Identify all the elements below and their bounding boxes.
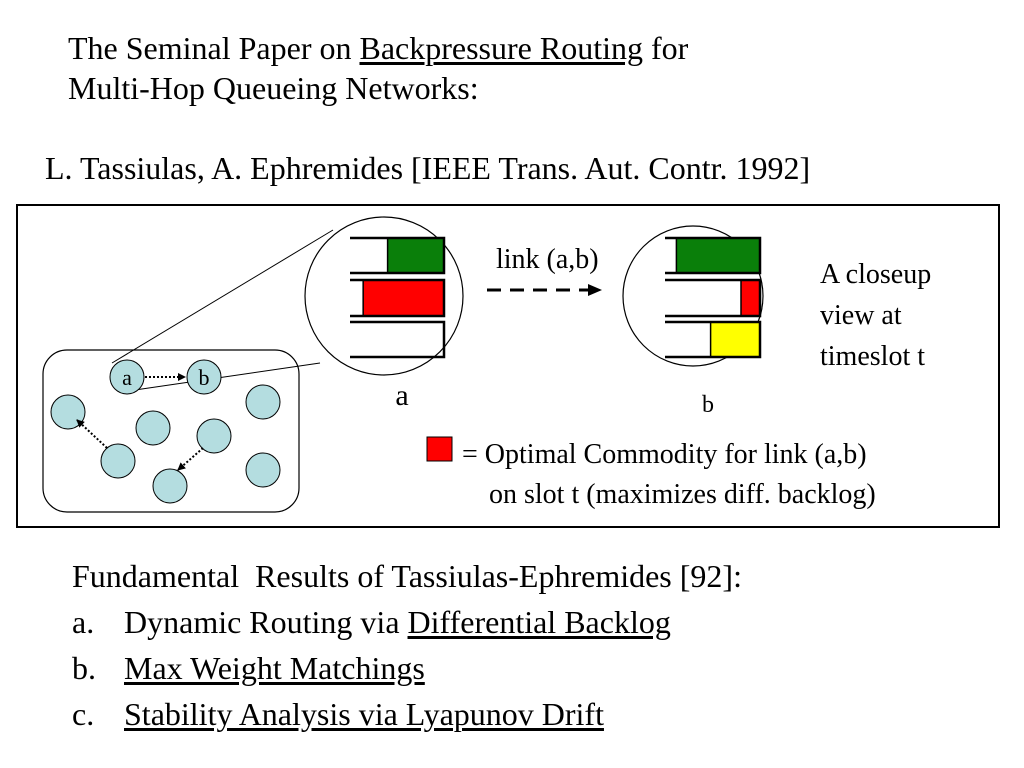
result-marker: b. bbox=[72, 650, 96, 686]
queue-b-yellow-backlog bbox=[709, 321, 761, 358]
title-text-pre: The Seminal Paper on bbox=[68, 30, 360, 66]
results-section: Fundamental Results of Tassiulas-Ephremi… bbox=[72, 553, 742, 737]
queue-b-2-outline bbox=[665, 278, 762, 318]
network-dotted-arrow bbox=[177, 447, 204, 471]
result-underlined-term: Stability Analysis via Lyapunov Drift bbox=[124, 696, 604, 732]
queue-a-3-outline bbox=[350, 320, 446, 359]
legend-red-swatch bbox=[426, 436, 453, 462]
queue-a-2-outline bbox=[350, 278, 446, 318]
network-node bbox=[245, 384, 281, 420]
queue-b-1-outline bbox=[665, 236, 762, 275]
network-node-b bbox=[186, 359, 222, 395]
closeup-node-a-label: a bbox=[395, 379, 408, 412]
network-node-a-label: a bbox=[122, 365, 132, 390]
queue-a-green-backlog bbox=[386, 237, 445, 274]
network-node bbox=[152, 468, 188, 504]
network-nodes bbox=[50, 359, 281, 504]
legend-line-2: on slot t (maximizes diff. backlog) bbox=[489, 479, 876, 510]
legend-line-1: = Optimal Commodity for link (a,b) bbox=[462, 439, 867, 470]
result-item-b: b. Max Weight Matchings bbox=[72, 645, 742, 691]
title-text-post: for bbox=[642, 30, 689, 66]
result-item-c: c. Stability Analysis via Lyapunov Drift bbox=[72, 691, 742, 737]
queue-a-1-outline bbox=[350, 236, 446, 275]
zoom-line-top bbox=[111, 229, 334, 364]
slide-title: The Seminal Paper on Backpressure Routin… bbox=[68, 28, 688, 108]
network-node bbox=[100, 443, 136, 479]
result-item-a: a. Dynamic Routing via Differential Back… bbox=[72, 599, 742, 645]
queue-b-green-backlog bbox=[675, 237, 761, 274]
diagram-frame bbox=[16, 204, 1000, 528]
closeup-caption-line-1: A closeup bbox=[820, 259, 931, 290]
queue-b-red-backlog bbox=[740, 279, 761, 317]
network-node bbox=[245, 452, 281, 488]
result-underlined-term: Differential Backlog bbox=[407, 604, 671, 640]
network-node-b-label: b bbox=[199, 365, 210, 390]
title-underlined-term: Backpressure Routing bbox=[359, 30, 643, 66]
title-line-1: The Seminal Paper on Backpressure Routin… bbox=[68, 28, 688, 68]
closeup-caption-line-2: view at bbox=[820, 300, 902, 331]
network-node bbox=[196, 418, 232, 454]
network-node bbox=[135, 410, 171, 446]
closeup-node-b-label: b bbox=[702, 392, 714, 418]
closeup-caption-line-3: timeslot t bbox=[820, 341, 925, 372]
closeup-a-queues bbox=[350, 236, 446, 359]
zoom-line-bottom bbox=[134, 362, 321, 391]
link-label: link (a,b) bbox=[496, 244, 599, 275]
citation: L. Tassiulas, A. Ephremides [IEEE Trans.… bbox=[45, 150, 811, 186]
result-text: Dynamic Routing via bbox=[124, 604, 408, 640]
result-marker: c. bbox=[72, 696, 95, 732]
closeup-b-queues bbox=[665, 236, 762, 359]
results-heading: Fundamental Results of Tassiulas-Ephremi… bbox=[72, 558, 742, 594]
result-marker: a. bbox=[72, 604, 95, 640]
queue-a-red-backlog bbox=[362, 279, 445, 317]
network-node-a bbox=[109, 359, 145, 395]
result-underlined-term: Max Weight Matchings bbox=[124, 650, 425, 686]
title-line-2: Multi-Hop Queueing Networks: bbox=[68, 70, 479, 106]
queue-b-3-outline bbox=[665, 320, 762, 359]
network-box bbox=[42, 349, 300, 513]
network-dotted-arrow bbox=[76, 419, 108, 449]
